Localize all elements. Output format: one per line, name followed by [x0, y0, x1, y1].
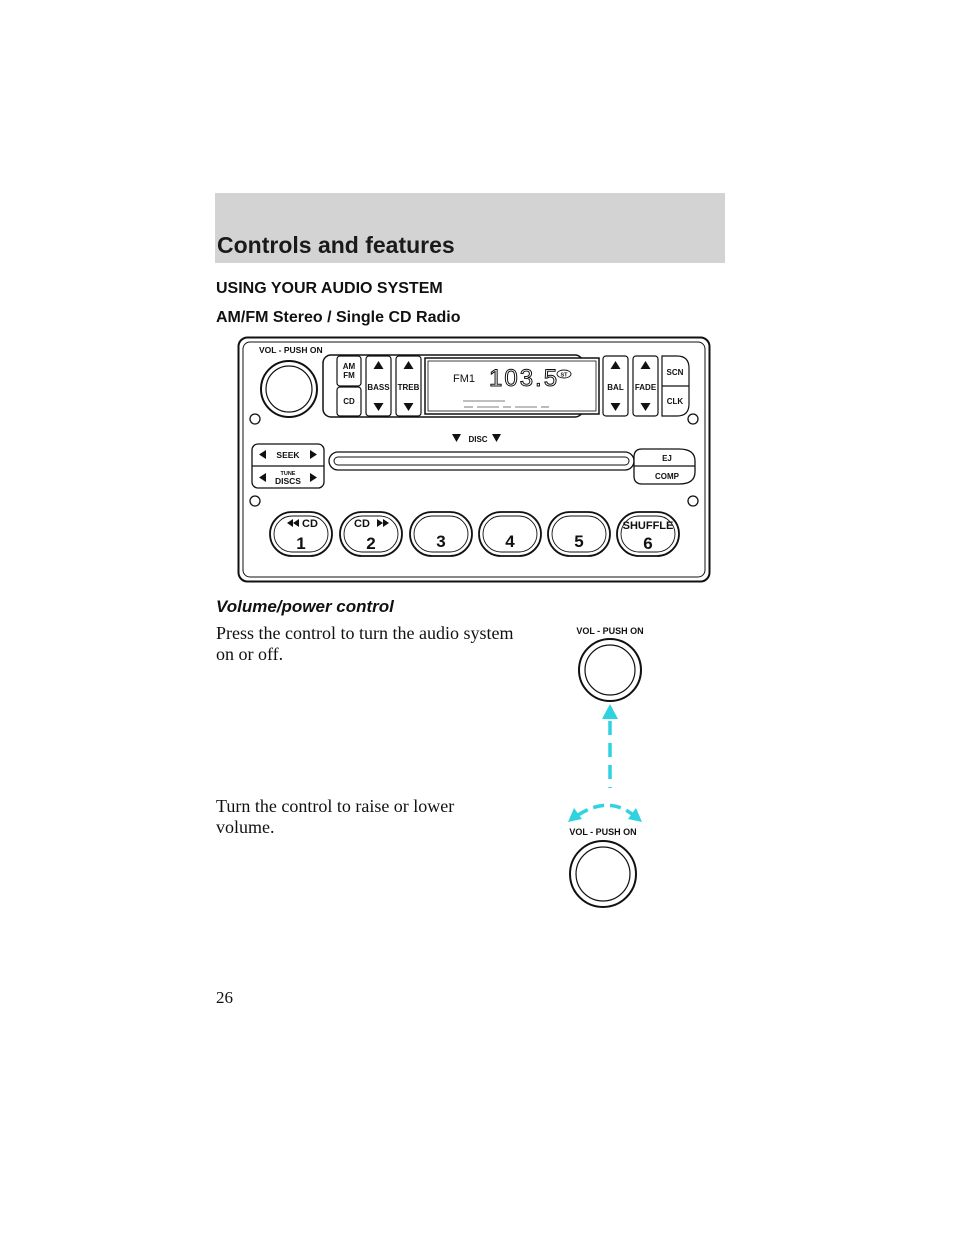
amfm-label-am: AM [343, 362, 356, 371]
fade-label: FADE [635, 383, 657, 392]
preset-2-number: 2 [366, 534, 375, 553]
rotate-arrow-head-left [568, 808, 582, 822]
volume-knob-inner [265, 365, 313, 413]
volume-section-title: Volume/power control [216, 597, 394, 616]
cd-slot [328, 451, 635, 471]
preset-6-button: SHUFFLE 6 [616, 511, 680, 557]
bal-rocker [602, 355, 629, 417]
preset-6-sub: SHUFFLE [623, 520, 674, 532]
bal-label: BAL [607, 383, 624, 392]
disc-label: DISC [468, 435, 487, 444]
turn-instruction: Turn the control to raise or lower volum… [216, 796, 455, 837]
amfm-button [336, 355, 362, 387]
preset-1-sub: CD [302, 518, 318, 530]
preset-3-number: 3 [436, 532, 445, 551]
volume-knob-figure-svg: VOL - PUSH ON VOL - PUSH ON [568, 626, 644, 908]
mount-hole-bottom-left [249, 495, 261, 507]
band-display: FM1 [453, 373, 475, 385]
preset-4-number: 4 [505, 532, 515, 551]
fade-rocker [632, 355, 659, 417]
frequency-display: 103.5 [489, 365, 559, 392]
knob-top-inner [584, 644, 636, 696]
preset-2-button: CD 2 [339, 511, 403, 557]
header-band: Controls and features [215, 193, 725, 263]
cd-button [336, 386, 362, 417]
amfm-label-fm: FM [343, 371, 355, 380]
fig-label-top: VOL - PUSH ON [576, 626, 643, 636]
section-title: USING YOUR AUDIO SYSTEM [216, 280, 443, 297]
tune-label: TUNE [281, 471, 296, 477]
rotate-arrow-arc [577, 803, 634, 817]
press-instruction: Press the control to turn the audio syst… [216, 623, 514, 664]
treb-label: TREB [398, 383, 420, 392]
preset-2-sub: CD [354, 518, 370, 530]
page-number: 26 [216, 988, 233, 1007]
bass-rocker [365, 355, 392, 417]
bass-label: BASS [367, 383, 390, 392]
stereo-indicator: ST [560, 373, 568, 379]
radio-faceplate-illustration: VOL - PUSH ON AM FM CD BASS TREB FM1 103… [237, 336, 711, 583]
preset-6-number: 6 [643, 534, 652, 553]
treb-rocker [395, 355, 422, 417]
preset-5-button: 5 [547, 511, 611, 557]
volume-knob-label: VOL - PUSH ON [259, 345, 323, 355]
comp-button-label: COMP [655, 472, 680, 481]
discs-label: DISCS [275, 476, 301, 486]
clk-button-label: CLK [667, 397, 684, 406]
mount-hole-top-right [687, 413, 699, 425]
rotate-arrow-head-right [628, 808, 642, 822]
subsection-title: AM/FM Stereo / Single CD Radio [216, 309, 461, 326]
press-arrow-head [602, 704, 618, 719]
cd-label: CD [343, 397, 355, 406]
scn-button-label: SCN [667, 368, 684, 377]
preset-4-button: 4 [478, 511, 542, 557]
preset-3-button: 3 [409, 511, 473, 557]
mount-hole-bottom-right [687, 495, 699, 507]
preset-5-number: 5 [574, 532, 583, 551]
mount-hole-top-left [249, 413, 261, 425]
volume-knob-figure: VOL - PUSH ON VOL - PUSH ON [540, 620, 690, 920]
preset-1-button: CD 1 [269, 511, 333, 557]
ej-button-label: EJ [662, 454, 672, 463]
fig-label-bottom: VOL - PUSH ON [569, 827, 636, 837]
page-header-title: Controls and features [217, 232, 455, 258]
seek-label: SEEK [276, 450, 300, 460]
stereo-indicator-frame [556, 369, 572, 379]
radio-faceplate-svg: VOL - PUSH ON AM FM CD BASS TREB FM1 103… [237, 336, 711, 583]
display-panel [424, 357, 600, 415]
preset-1-number: 1 [296, 534, 305, 553]
knob-bottom-inner [575, 846, 631, 902]
